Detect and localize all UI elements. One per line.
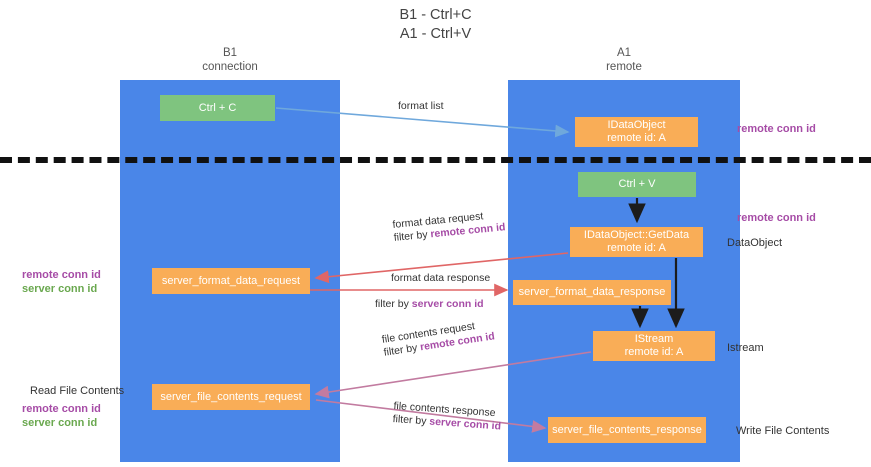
side-label-remote-conn-id-top: remote conn id — [737, 123, 816, 135]
box-server-format-data-request-label: server_format_data_request — [161, 274, 301, 287]
title-line-1: B1 - Ctrl+C — [399, 7, 472, 23]
box-istream[interactable]: IStream remote id: A — [593, 331, 715, 361]
lane-header-a1: A1 remote — [508, 46, 740, 74]
box-getdata-line1: IDataObject::GetData — [583, 229, 690, 241]
filter-prefix-2: filter by — [375, 298, 412, 310]
side-label-conn-ids-lower: remote conn id server conn id — [22, 402, 101, 430]
box-ctrl-v-label: Ctrl + V — [618, 178, 656, 190]
box-idataobject-top[interactable]: IDataObject remote id: A — [575, 117, 698, 147]
box-ctrl-c[interactable]: Ctrl + C — [160, 95, 275, 121]
arrow-label-format-data-response: format data response — [391, 272, 490, 285]
side-label-remote-conn-id-left-1: remote conn id — [22, 269, 101, 281]
arrow-label-file-contents-request: file contents request filter by remote c… — [381, 317, 496, 359]
box-idataobject-getdata[interactable]: IDataObject::GetData remote id: A — [570, 227, 703, 257]
box-server-file-contents-request[interactable]: server_file_contents_request — [152, 384, 310, 410]
arrow-label-format-data-response-text: format data response — [391, 272, 491, 284]
side-label-dataobject: DataObject — [727, 237, 783, 249]
box-idataobject-top-line2: remote id: A — [607, 132, 666, 144]
box-server-file-contents-request-label: server_file_contents_request — [160, 390, 302, 403]
lane-header-a1-name: A1 — [616, 47, 632, 59]
arrow-label-format-list-text: format list — [398, 100, 444, 112]
arrow-label-format-data-response-filter: filter by server conn id — [375, 298, 484, 311]
arrow-label-format-data-request: format data request filter by remote con… — [392, 208, 506, 245]
section-divider — [0, 157, 871, 163]
box-istream-line1: IStream — [634, 333, 674, 345]
box-server-format-data-request[interactable]: server_format_data_request — [152, 268, 310, 294]
side-label-istream: Istream — [727, 342, 764, 354]
lane-header-b1: B1 connection — [120, 46, 340, 74]
box-ctrl-c-label: Ctrl + C — [198, 101, 237, 114]
box-ctrl-v[interactable]: Ctrl + V — [578, 172, 696, 197]
title-line-2: A1 - Ctrl+V — [399, 26, 472, 42]
arrow-label-file-contents-response: file contents response filter by server … — [392, 400, 502, 434]
box-istream-line2: remote id: A — [624, 346, 684, 358]
side-label-remote-conn-id-mid: remote conn id — [737, 212, 816, 224]
filter-prefix-1: filter by — [393, 228, 431, 244]
side-label-server-conn-id-left-2: server conn id — [22, 417, 98, 429]
lane-header-b1-name: B1 — [222, 47, 238, 59]
side-label-conn-ids-upper: remote conn id server conn id — [22, 268, 101, 296]
lane-header-a1-sub: remote — [606, 61, 642, 73]
arrow-label-format-list: format list — [398, 100, 444, 113]
side-label-read-file-contents: Read File Contents — [30, 385, 125, 397]
side-label-remote-conn-id-left-2: remote conn id — [22, 403, 101, 415]
box-idataobject-top-line1: IDataObject — [607, 119, 666, 131]
box-server-format-data-response-label: server_format_data_response — [518, 286, 666, 298]
side-label-server-conn-id-left-1: server conn id — [22, 283, 98, 295]
filter-prefix-4: filter by — [392, 412, 430, 428]
box-server-file-contents-response[interactable]: server_file_contents_response — [548, 417, 706, 443]
diagram-title: B1 - Ctrl+C A1 - Ctrl+V — [0, 6, 871, 44]
lane-header-b1-sub: connection — [202, 61, 258, 73]
box-server-format-data-response[interactable]: server_format_data_response — [513, 280, 671, 305]
box-server-file-contents-response-label: server_file_contents_response — [552, 423, 702, 436]
side-label-write-file-contents: Write File Contents — [736, 425, 830, 437]
filter-key-server-conn-id-1: server conn id — [411, 298, 484, 310]
box-getdata-line2: remote id: A — [607, 242, 666, 254]
